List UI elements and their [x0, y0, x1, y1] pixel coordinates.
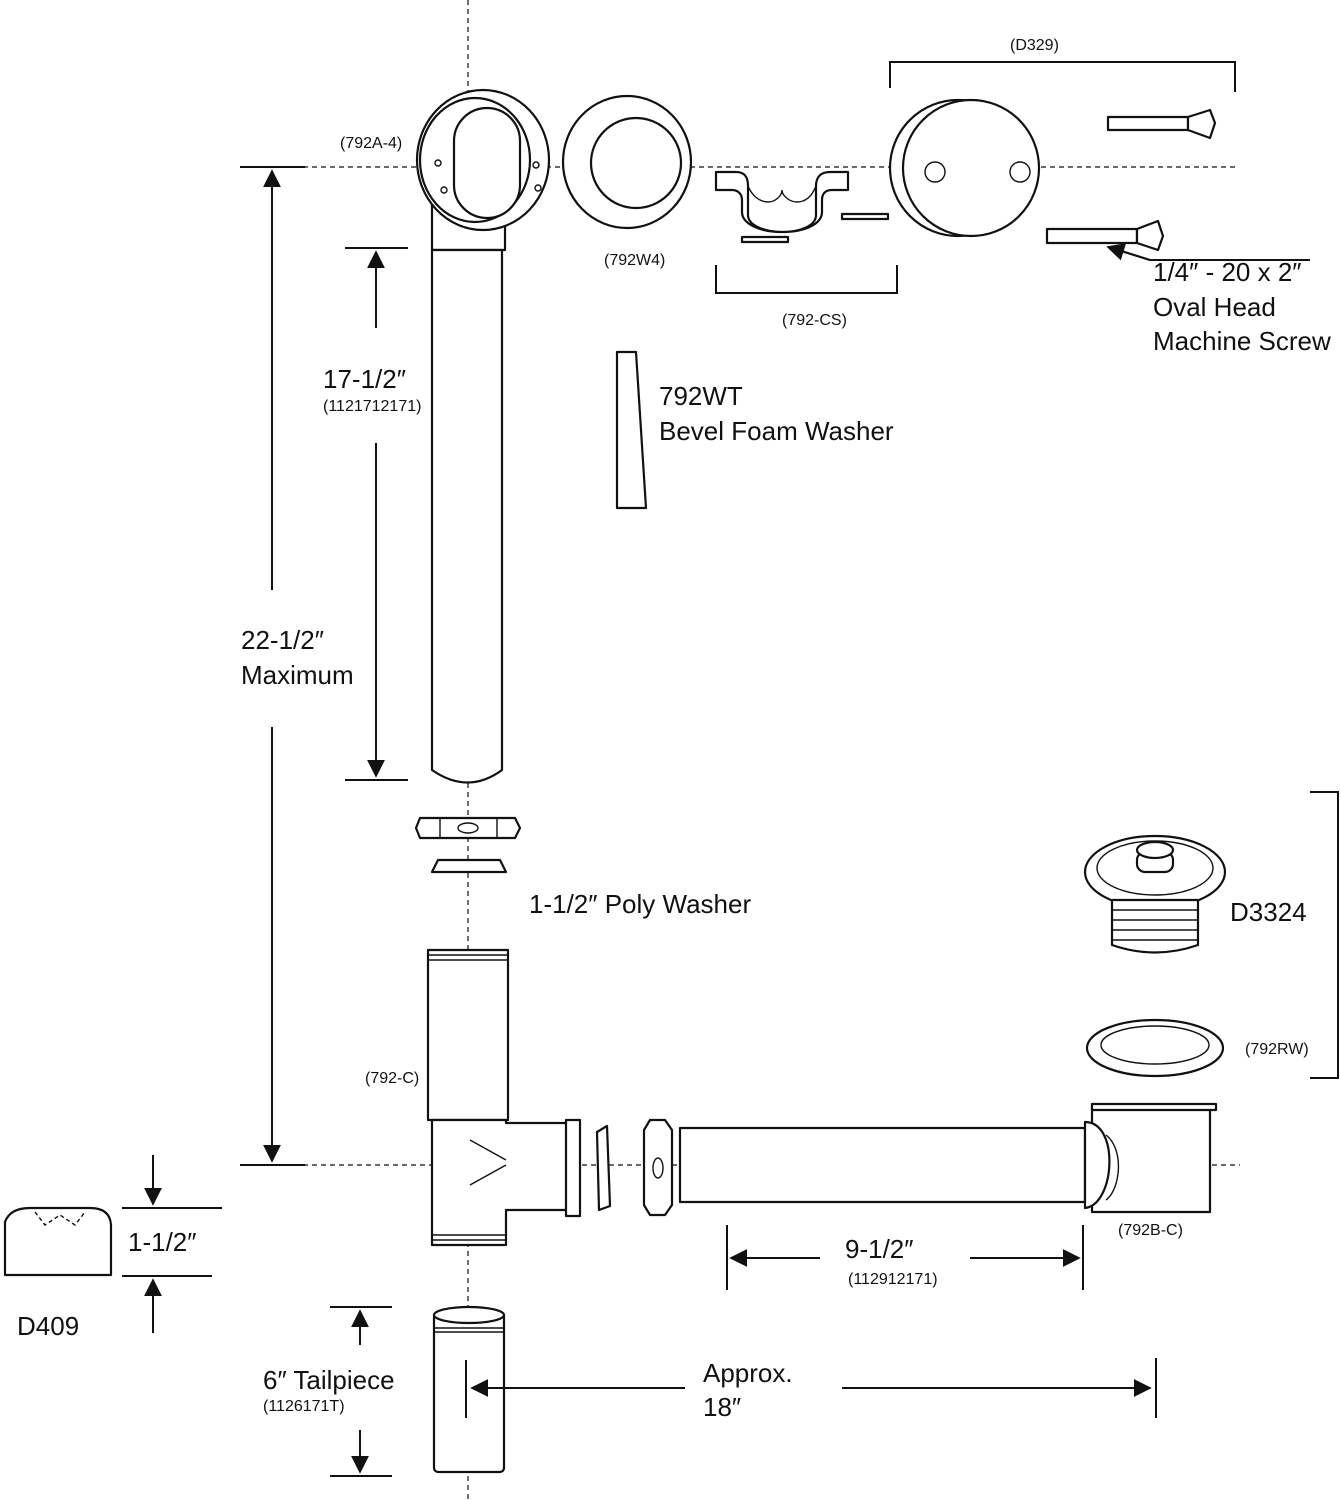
label-screw-name-1: Oval Head — [1153, 292, 1276, 322]
label-maximum: Maximum — [241, 660, 354, 690]
label-9-1-2-code: (112912171) — [848, 1271, 938, 1288]
label-screw-name-2: Machine Screw — [1153, 326, 1331, 356]
label-792a-4: (792A-4) — [340, 135, 402, 152]
label-bevel-foam-washer: Bevel Foam Washer — [659, 416, 894, 446]
label-poly-washer: 1-1/2″ Poly Washer — [529, 889, 751, 919]
label-approx-value: 18″ — [703, 1392, 741, 1422]
label-tailpiece-code: (1126171T) — [263, 1398, 345, 1415]
label-9-1-2: 9-1/2″ — [845, 1234, 913, 1264]
horizontal-slip-nut — [642, 1118, 674, 1217]
label-792-cs: (792-CS) — [782, 312, 847, 329]
label-1-1-2: 1-1/2″ — [128, 1227, 196, 1257]
label-792rw: (792RW) — [1245, 1041, 1309, 1058]
overflow-pipe — [430, 248, 504, 784]
labels: (D329) (792A-4) (792W4) (792-CS) 1/4″ - … — [17, 37, 1331, 1422]
slip-nut — [414, 816, 522, 840]
horizontal-washer — [595, 1124, 612, 1212]
label-d3324: D3324 — [1230, 897, 1307, 927]
poly-washer — [430, 858, 508, 874]
label-792w4: (792W4) — [604, 252, 665, 269]
cover-clip — [714, 170, 890, 244]
drain-tee — [426, 948, 582, 1247]
label-22-1-2: 22-1/2″ — [241, 625, 324, 655]
label-792wt: 792WT — [659, 381, 743, 411]
label-17-1-2: 17-1/2″ — [323, 364, 406, 394]
label-792b-c: (792B-C) — [1118, 1222, 1183, 1239]
dimension-lines — [122, 61, 1339, 1477]
drain-elbow — [1083, 1102, 1218, 1214]
label-d409: D409 — [17, 1311, 79, 1341]
label-17-1-2-code: (1121712171) — [323, 398, 421, 415]
bevel-foam-washer — [615, 350, 648, 510]
overflow-gasket — [561, 94, 693, 230]
tailpiece — [432, 1305, 506, 1474]
label-792-c: (792-C) — [365, 1070, 419, 1087]
centerlines — [240, 0, 1240, 1500]
d409-cap — [3, 1206, 113, 1277]
label-tailpiece: 6″ Tailpiece — [263, 1365, 395, 1395]
rubber-washer — [1085, 1018, 1225, 1078]
drain-stopper — [1083, 834, 1227, 954]
label-d329: (D329) — [1010, 37, 1059, 54]
label-screw-size: 1/4″ - 20 x 2″ — [1153, 257, 1301, 287]
overflow-elbow — [415, 88, 551, 252]
horizontal-drain-pipe — [678, 1126, 1087, 1204]
overflow-faceplate — [888, 98, 1041, 238]
oval-head-screws — [1045, 108, 1217, 252]
label-approx: Approx. — [703, 1358, 793, 1388]
